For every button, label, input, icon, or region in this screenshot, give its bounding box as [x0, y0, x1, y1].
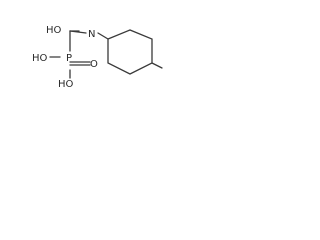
atom-label-hydroxy-left: HO	[32, 53, 48, 64]
bond-n-ring	[97, 32, 109, 40]
bond-ring-methyl	[151, 62, 163, 69]
atom-label-hydroxy-bottom: HO	[58, 79, 74, 90]
molecule-diagram: HO N P O HO HO	[32, 25, 163, 90]
cyclohexane-ring	[107, 29, 153, 75]
atom-label-nitrogen: N	[88, 29, 95, 40]
bond-lines	[49, 29, 163, 79]
atom-label-carbonyl-ho: HO	[46, 25, 62, 36]
atom-label-phosphoryl-oxygen: O	[90, 59, 98, 70]
atom-label-phosphorus: P	[66, 53, 72, 64]
bond-carbonyl-c-n	[69, 30, 87, 34]
